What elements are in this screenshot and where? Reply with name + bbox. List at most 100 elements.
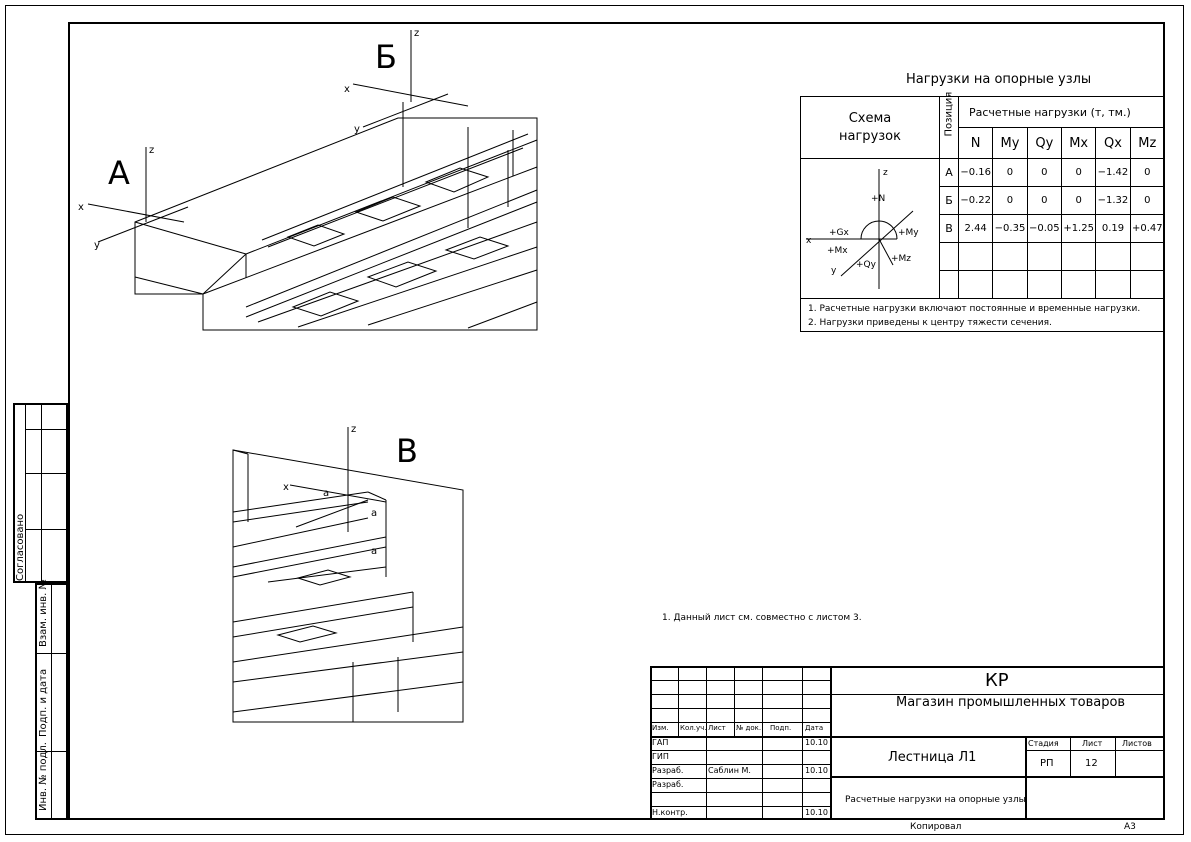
axis-x-a: x (78, 202, 84, 213)
hdr-sign: Подп. (770, 724, 792, 732)
weld-mark-3: а (371, 546, 377, 557)
position-cell: Б (939, 186, 959, 215)
object-name: Лестница Л1 (888, 750, 977, 765)
loads-table: Схема нагрузок Позиция Расчетные нагрузк… (800, 92, 1166, 299)
weld-mark-1: а (323, 488, 329, 499)
side-stamp-agreed: Согласовано (13, 403, 68, 583)
empty-cell (1129, 242, 1166, 271)
role-4: Разраб. (652, 780, 684, 789)
position-cell: В (939, 214, 959, 243)
empty-row (801, 270, 1166, 299)
format-label: А3 (1124, 822, 1136, 832)
empty-cell (1095, 270, 1131, 299)
column-header: My (992, 127, 1028, 159)
value-cell: 2.44 (957, 214, 994, 243)
empty-cell (957, 270, 994, 299)
value-cell: 0 (1129, 186, 1166, 215)
empty-cell (992, 242, 1028, 271)
hdr-list: Лист (708, 724, 726, 732)
load-scheme-diagram: z +N x +Gx +Mx +Qy y +My +Mz (806, 168, 919, 289)
empty-cell (1060, 242, 1097, 271)
axis-z-b: z (414, 28, 419, 39)
hdr-izm: Изм. (652, 724, 669, 732)
notes-box (800, 298, 1165, 332)
sheet-note: 1. Данный лист см. совместно с листом 3. (662, 613, 862, 623)
position-cell: А (939, 158, 959, 187)
svg-text:+My: +My (898, 228, 919, 238)
empty-row (801, 242, 1166, 271)
column-header: N (957, 127, 994, 159)
inner-frame (68, 22, 1165, 820)
note-2: 2. Нагрузки приведены к центру тяжести с… (808, 318, 1052, 328)
sheet-title: Расчетные нагрузки на опорные узлы (845, 795, 1026, 805)
empty-cell (992, 270, 1028, 299)
load-scheme-cell: z +N x +Gx +Mx +Qy y +My +Mz (800, 158, 940, 299)
outer-frame (5, 5, 1184, 835)
value-cell: 0.19 (1095, 214, 1131, 243)
empty-cell (939, 242, 959, 271)
role-1-date: 10.10 (805, 738, 828, 747)
value-cell: −0.16 (957, 158, 994, 187)
stage-value: РП (1040, 758, 1054, 769)
value-cell: 0 (992, 186, 1028, 215)
axis-z-v: z (351, 424, 356, 435)
svg-text:+Gx: +Gx (829, 228, 850, 238)
value-cell: 0 (1026, 186, 1062, 215)
loads-table-title: Нагрузки на опорные узлы (906, 72, 1092, 87)
inv-replace-label: Взам. инв. № (38, 579, 49, 647)
value-cell: −1.32 (1095, 186, 1131, 215)
role-3: Разраб. (652, 766, 684, 775)
hdr-doc: № док. (736, 724, 762, 732)
column-header: Mx (1060, 127, 1097, 159)
view-v-drawing (232, 427, 464, 723)
empty-cell (1129, 270, 1166, 299)
svg-text:+Mz: +Mz (891, 254, 911, 264)
axis-x-v: x (283, 482, 289, 493)
doc-code: КР (985, 670, 1009, 691)
value-cell: 0 (992, 158, 1028, 187)
isometric-views: А Б В z x y z x y z x а а а (78, 28, 538, 723)
value-cell: 0 (1026, 158, 1062, 187)
axis-z-a: z (149, 145, 154, 156)
empty-cell (957, 242, 994, 271)
sheet-label: Лист (1082, 739, 1103, 748)
stage-label: Стадия (1028, 739, 1059, 748)
scheme-header: Схема нагрузок (800, 96, 940, 159)
svg-text:+Mx: +Mx (827, 246, 848, 256)
sign-date-label: Подп. и дата (38, 668, 49, 737)
value-cell: −1.42 (1095, 158, 1131, 187)
hdr-date: Дата (805, 724, 824, 732)
axis-y-a: y (94, 240, 100, 251)
note-1: 1. Расчетные нагрузки включают постоянны… (808, 304, 1141, 314)
value-cell: 0 (1060, 158, 1097, 187)
side-stamp-inv: Взам. инв. № Подп. и дата Инв. № подл. (35, 579, 68, 820)
svg-text:+N: +N (871, 194, 885, 204)
copied-label: Копировал (910, 822, 962, 832)
sheets-label: Листов (1122, 739, 1152, 748)
svg-text:+Qy: +Qy (856, 260, 877, 270)
empty-cell (1060, 270, 1097, 299)
axis-x-b: x (344, 84, 350, 95)
column-header: Mz (1129, 127, 1166, 159)
svg-text:z: z (883, 168, 888, 178)
project-name: Магазин промышленных товаров (896, 695, 1126, 710)
role-5: Н.контр. (652, 808, 688, 817)
value-cell: 0 (1060, 186, 1097, 215)
role-5-date: 10.10 (805, 808, 828, 817)
position-header: Позиция (939, 92, 959, 159)
empty-cell (1095, 242, 1131, 271)
value-cell: +1.25 (1060, 214, 1097, 243)
role-3-name: Саблин М. (708, 766, 751, 775)
empty-cell (939, 270, 959, 299)
value-cell: 0 (1129, 158, 1166, 187)
value-cell: +0.47 (1129, 214, 1166, 243)
view-v-label: В (396, 432, 418, 470)
inv-orig-label: Инв. № подл. (38, 742, 49, 811)
loads-header: Расчетные нагрузки (т, тм.) (958, 96, 1165, 128)
role-1: ГАП (652, 738, 669, 747)
svg-text:y: y (831, 266, 837, 276)
agreed-label: Согласовано (15, 513, 26, 581)
view-a-label: А (108, 154, 130, 192)
